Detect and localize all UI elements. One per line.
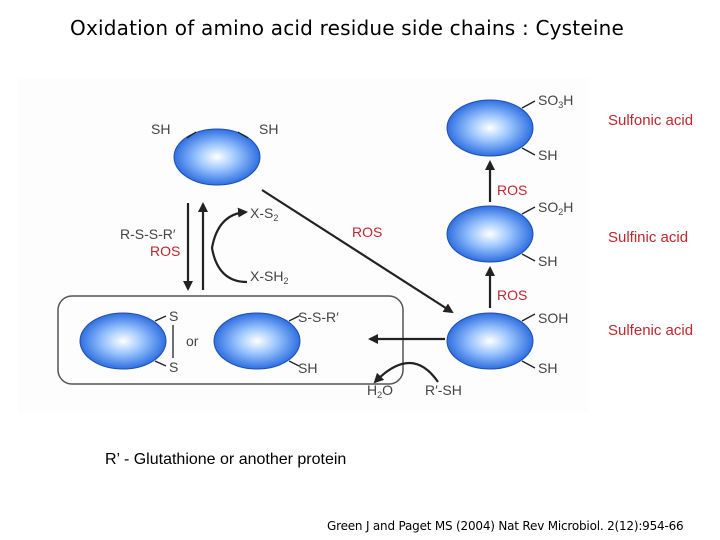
label-rssr: R-S-S-R′ [120, 226, 176, 242]
arrow-reduced-to-sulfenic [261, 189, 454, 314]
label-so2h: SO2H [538, 199, 574, 217]
arrow-rsh-curve [373, 361, 439, 384]
label-sh-sulfinic: SH [538, 253, 558, 269]
label-x-sh2: X-SH2 [250, 268, 289, 286]
label-sh-top-left: SH [151, 121, 171, 137]
label-ros-upper: ROS [497, 182, 528, 198]
label-ros-lower: ROS [497, 287, 528, 303]
protein-sulfinic [446, 205, 534, 263]
label-ros-diagonal: ROS [352, 224, 383, 240]
reference: Green J and Paget MS (2004) Nat Rev Micr… [327, 519, 684, 533]
label-h2o: H2O [367, 382, 394, 400]
bond-lines [154, 100, 536, 369]
label-rsh: R′-SH [425, 382, 462, 398]
label-so3h: SO3H [538, 92, 574, 110]
slide-title: Oxidation of amino acid residue side cha… [70, 16, 624, 40]
protein-sulfenic [446, 312, 534, 370]
label-or: or [186, 333, 199, 349]
label-sulfonic-acid: Sulfonic acid [608, 112, 694, 129]
protein-sulfonic [446, 99, 534, 157]
label-soh: SOH [538, 310, 569, 326]
label-sh-top-right: SH [259, 121, 279, 137]
protein-reduced [173, 128, 261, 186]
label-x-s2: X-S2 [250, 205, 279, 223]
label-ssr: S-S-R′ [298, 309, 339, 325]
label-sulfinic-acid: Sulfinic acid [608, 229, 689, 246]
label-sh-sulfenic: SH [538, 360, 558, 376]
protein-mixed-disulfide [213, 312, 301, 370]
label-sulfenic-acid: Sulfenic acid [608, 322, 694, 339]
label-sh-mixed: SH [298, 360, 318, 376]
caption: R’ - Glutathione or another protein [105, 451, 347, 468]
label-s-top: S [169, 308, 179, 324]
arrow-x-curve [210, 207, 248, 284]
label-ros-left: ROS [150, 243, 181, 259]
protein-intramolecular-disulfide [79, 312, 167, 370]
label-sh-sulfonic: SH [538, 147, 558, 163]
label-s-bottom: S [169, 359, 179, 375]
